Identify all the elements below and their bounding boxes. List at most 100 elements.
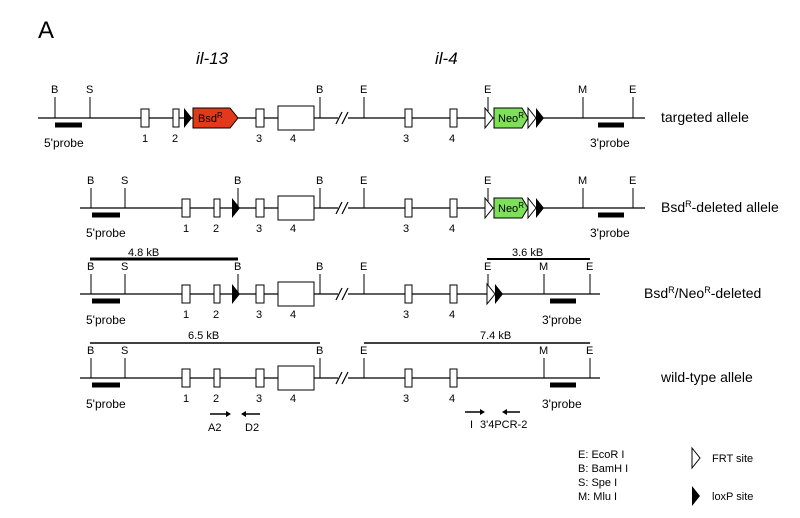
exon-1	[140, 108, 150, 128]
site-e: E	[629, 175, 636, 187]
loxp-site	[536, 108, 544, 128]
exon-number: 3	[256, 309, 262, 321]
primer-d2-label: D2	[245, 422, 259, 434]
exon-number: 3	[256, 393, 262, 405]
exon-4	[449, 368, 458, 388]
allele-label-wild-type: wild-type allele	[660, 369, 753, 385]
legend-spei: S: Spe I	[578, 477, 617, 489]
primer-d2-arrow	[241, 411, 260, 417]
exon-number: 4	[290, 133, 296, 145]
primer-i-label: I	[470, 419, 473, 431]
exon-number: 3	[256, 133, 262, 145]
exon-4	[277, 105, 315, 131]
site-e: E	[360, 84, 367, 96]
site-b: B	[316, 175, 323, 187]
exon-number: 3	[256, 223, 262, 235]
site-e: E	[586, 345, 593, 357]
loxp-site	[232, 284, 240, 304]
site-b: B	[51, 84, 58, 96]
row-wild-type-allele: 6.5 kB 7.4 kB B S B E M E 1 2 3 4 3 4 5	[80, 330, 753, 434]
exon-2	[213, 198, 221, 218]
row-bsd-deleted-allele: B S B B E E M E 1 2 3 4 3 4 NeoR 5'probe	[80, 175, 779, 240]
bsd-cassette	[192, 107, 239, 129]
site-b: B	[234, 175, 241, 187]
fragment-label: 7.4 kB	[480, 330, 511, 342]
exon-3	[255, 284, 265, 304]
exon-number: 3	[403, 223, 409, 235]
exon-4	[449, 108, 458, 128]
loxp-site	[232, 198, 240, 218]
probe-label-3: 3'probe	[590, 136, 630, 150]
exon-3	[404, 368, 413, 388]
loxp-site	[536, 198, 544, 218]
site-m: M	[539, 345, 548, 357]
exon-3	[404, 198, 413, 218]
site-e: E	[484, 261, 491, 273]
site-s: S	[121, 261, 128, 273]
exon-3	[404, 284, 413, 304]
site-b: B	[87, 261, 94, 273]
probe-label-5: 5'probe	[86, 397, 126, 411]
probe-label-5: 5'probe	[86, 313, 126, 327]
site-b: B	[316, 345, 323, 357]
site-m: M	[539, 261, 548, 273]
site-e: E	[586, 261, 593, 273]
primer-a2-arrow	[210, 411, 231, 417]
exon-number: 4	[290, 393, 296, 405]
legend-mlui: M: Mlu I	[578, 491, 617, 503]
exon-1	[181, 368, 191, 388]
fragment-label: 6.5 kB	[188, 330, 219, 342]
site-s: S	[86, 84, 93, 96]
loxp-site	[184, 108, 192, 128]
legend-ecori: E: EcoR I	[578, 449, 624, 461]
loxp-legend-icon	[692, 486, 700, 506]
site-b: B	[87, 345, 94, 357]
exon-4	[277, 195, 315, 221]
fragment-label: 3.6 kB	[512, 247, 543, 259]
exon-number: 4	[449, 309, 455, 321]
break-mark	[335, 371, 349, 385]
frt-site	[486, 282, 496, 306]
exon-number: 1	[183, 393, 189, 405]
site-b: B	[316, 261, 323, 273]
site-e: E	[360, 261, 367, 273]
site-m: M	[578, 175, 587, 187]
legend-bamhi: B: BamH I	[578, 463, 628, 475]
allele-label-bsd-deleted: BsdR-deleted allele	[661, 199, 779, 215]
probe-label-3: 3'probe	[542, 313, 582, 327]
site-b: B	[87, 175, 94, 187]
exon-number: 2	[172, 133, 178, 145]
exon-number: 4	[449, 393, 455, 405]
exon-1	[181, 284, 191, 304]
frt-site	[484, 196, 494, 220]
exon-number: 3	[403, 393, 409, 405]
exon-number: 4	[290, 309, 296, 321]
legend-loxp: loxP site	[712, 491, 753, 503]
primer-i-arrow	[465, 409, 485, 415]
exon-3	[255, 108, 265, 128]
break-mark	[335, 111, 349, 125]
primer-pcr2-arrow	[502, 409, 520, 415]
row-bsd-neo-deleted: 4.8 kB 3.6 kB B S B B E E M E 1 2 3 4	[80, 247, 761, 327]
break-mark	[335, 287, 349, 301]
neo-cassette	[493, 197, 529, 219]
exon-number: 3	[403, 133, 409, 145]
exon-number: 2	[213, 393, 219, 405]
probe-label-3: 3'probe	[542, 397, 582, 411]
frt-legend-icon	[691, 446, 701, 470]
primer-a2-label: A2	[208, 422, 221, 434]
legend-frt: FRT site	[712, 453, 753, 465]
break-mark	[335, 201, 349, 215]
probe-label-5: 5'probe	[86, 226, 126, 240]
exon-number: 4	[290, 223, 296, 235]
site-s: S	[121, 345, 128, 357]
frt-site	[484, 106, 494, 130]
site-e: E	[360, 175, 367, 187]
site-s: S	[121, 175, 128, 187]
exon-number: 1	[183, 223, 189, 235]
frt-site	[527, 106, 537, 130]
allele-label-targeted: targeted allele	[661, 109, 749, 125]
legend: E: EcoR I B: BamH I S: Spe I M: Mlu I FR…	[578, 446, 753, 506]
exon-number: 1	[183, 309, 189, 321]
neo-cassette	[493, 107, 529, 129]
